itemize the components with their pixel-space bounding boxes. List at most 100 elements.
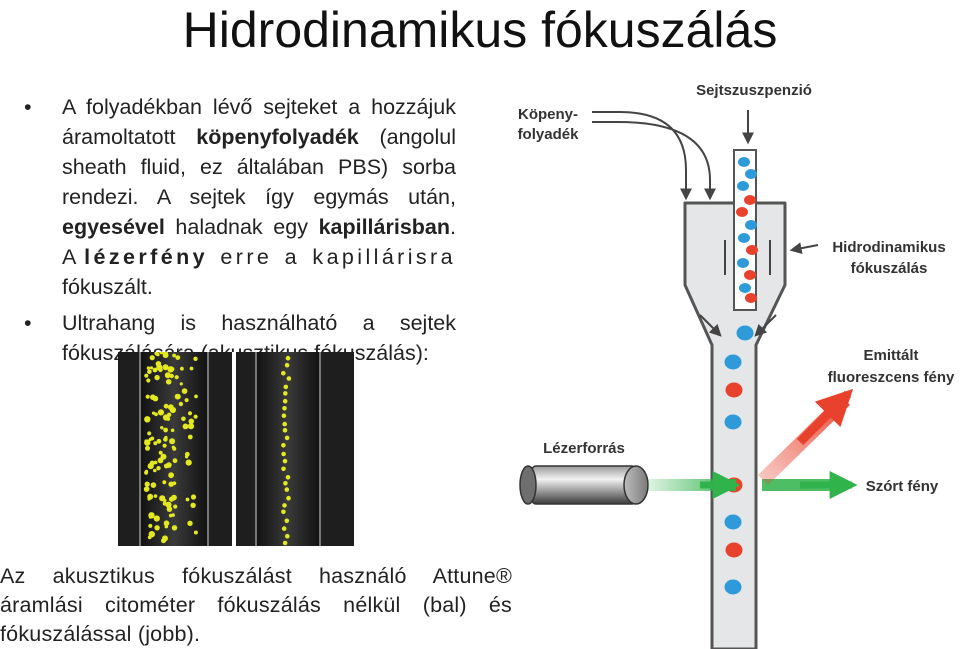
cell — [739, 283, 751, 293]
micro-dot — [285, 355, 291, 361]
bullet-item: A folyadékban lévő sejteket a hozzájuk á… — [24, 92, 456, 302]
micro-dot — [144, 481, 150, 487]
micro-dot — [162, 535, 168, 542]
micro-dot — [155, 361, 162, 367]
micro-dot — [150, 482, 157, 488]
bullet-text: . A — [62, 215, 456, 269]
micro-dot — [148, 523, 153, 528]
micro-dot — [281, 370, 286, 376]
micro-dot — [156, 353, 160, 357]
bullet-bold-term: lézerfény — [84, 245, 208, 269]
micro-dot — [193, 414, 198, 419]
micro-dot — [165, 501, 172, 508]
micro-dot — [189, 366, 194, 371]
hydro-label-pointer — [789, 242, 819, 255]
laser-beam — [648, 471, 741, 499]
micro-dot — [286, 495, 291, 501]
micro-dot — [168, 472, 174, 479]
micro-dot — [282, 406, 287, 411]
micro-dot — [178, 401, 184, 407]
micro-dot — [154, 412, 158, 417]
micro-dot — [157, 409, 165, 416]
micro-dot — [162, 443, 167, 448]
micro-dot — [144, 439, 148, 443]
micro-dot — [144, 416, 151, 423]
micro-dot — [190, 494, 197, 500]
suspension-label: Sejtszuszpenzió — [696, 82, 812, 99]
micro-dot — [187, 434, 193, 440]
micro-dot — [163, 520, 170, 526]
cell — [744, 195, 756, 205]
micro-dot — [172, 353, 176, 358]
micro-dot — [172, 458, 178, 464]
micro-dot — [286, 376, 292, 381]
micro-dot — [281, 466, 286, 472]
sheath-label-line2: folyadék — [518, 126, 580, 143]
microscope-images — [118, 352, 354, 546]
micro-dot — [170, 428, 175, 433]
cell — [736, 325, 754, 341]
micro-image-without-focusing — [118, 352, 232, 546]
micro-dot — [147, 431, 152, 436]
micro-dot — [159, 352, 164, 355]
micro-dot — [157, 457, 164, 464]
cell — [724, 514, 742, 530]
micro-dot — [193, 356, 198, 361]
micro-dot — [282, 421, 287, 427]
micro-dot — [153, 468, 157, 473]
micro-dot — [281, 526, 287, 531]
cell — [738, 233, 750, 243]
micro-dot — [184, 455, 189, 459]
laser-source — [519, 465, 649, 505]
bullet-text: erre a kapillárisra — [207, 245, 456, 269]
hydrodynamic-focusing-diagram: Köpeny- folyadék Sejtszuszpenzió Hidrodi… — [518, 82, 955, 649]
micro-dot — [145, 394, 150, 399]
micro-image-with-focusing — [236, 352, 354, 546]
micro-dot — [171, 494, 177, 501]
emitted-label-line2: fluoreszcens fény — [828, 369, 955, 386]
bullet-text: A folyadékban lévő sejteket a hozzájuk á… — [62, 95, 456, 149]
micro-dot — [162, 480, 167, 485]
micro-dot — [162, 364, 169, 371]
micro-dot — [194, 394, 198, 399]
micro-dot — [284, 362, 290, 368]
micro-dot — [168, 481, 174, 487]
micro-dot — [154, 374, 160, 381]
micro-dot — [163, 427, 168, 433]
micro-dot — [147, 369, 152, 375]
micro-dot — [156, 438, 162, 444]
bullet-text: (angolul sheath fluid, ez általában PBS)… — [62, 125, 456, 209]
micro-dot — [181, 388, 188, 394]
micro-dot — [281, 413, 287, 418]
micro-dot — [165, 379, 172, 385]
micro-dot — [166, 506, 173, 512]
micro-dot — [182, 423, 189, 430]
micro-dot — [179, 382, 183, 386]
cell — [724, 414, 742, 430]
micro-dot — [284, 435, 290, 441]
cell — [737, 258, 749, 268]
micro-dot — [148, 512, 155, 519]
micro-dot — [163, 498, 167, 503]
hydro-label-line2: fókuszálás — [851, 260, 928, 277]
micro-dot — [149, 366, 154, 370]
micro-dot — [147, 493, 154, 500]
micro-dot — [282, 540, 288, 546]
micro-dot — [164, 372, 171, 379]
micro-dot — [164, 524, 169, 529]
micro-dot — [281, 451, 286, 457]
cell — [744, 270, 756, 280]
micro-dot — [188, 418, 195, 425]
flow-cell — [683, 149, 787, 649]
cell — [724, 579, 742, 595]
cell — [736, 207, 748, 217]
micro-dot — [168, 367, 173, 372]
micro-dot — [285, 475, 291, 480]
bullet-bold-term: kapillárisban — [318, 215, 451, 239]
cell — [745, 169, 757, 179]
micro-dot — [190, 502, 196, 508]
micro-dot — [149, 460, 155, 466]
micro-dot — [169, 406, 176, 414]
micro-dot — [144, 486, 150, 492]
cell — [725, 542, 743, 558]
